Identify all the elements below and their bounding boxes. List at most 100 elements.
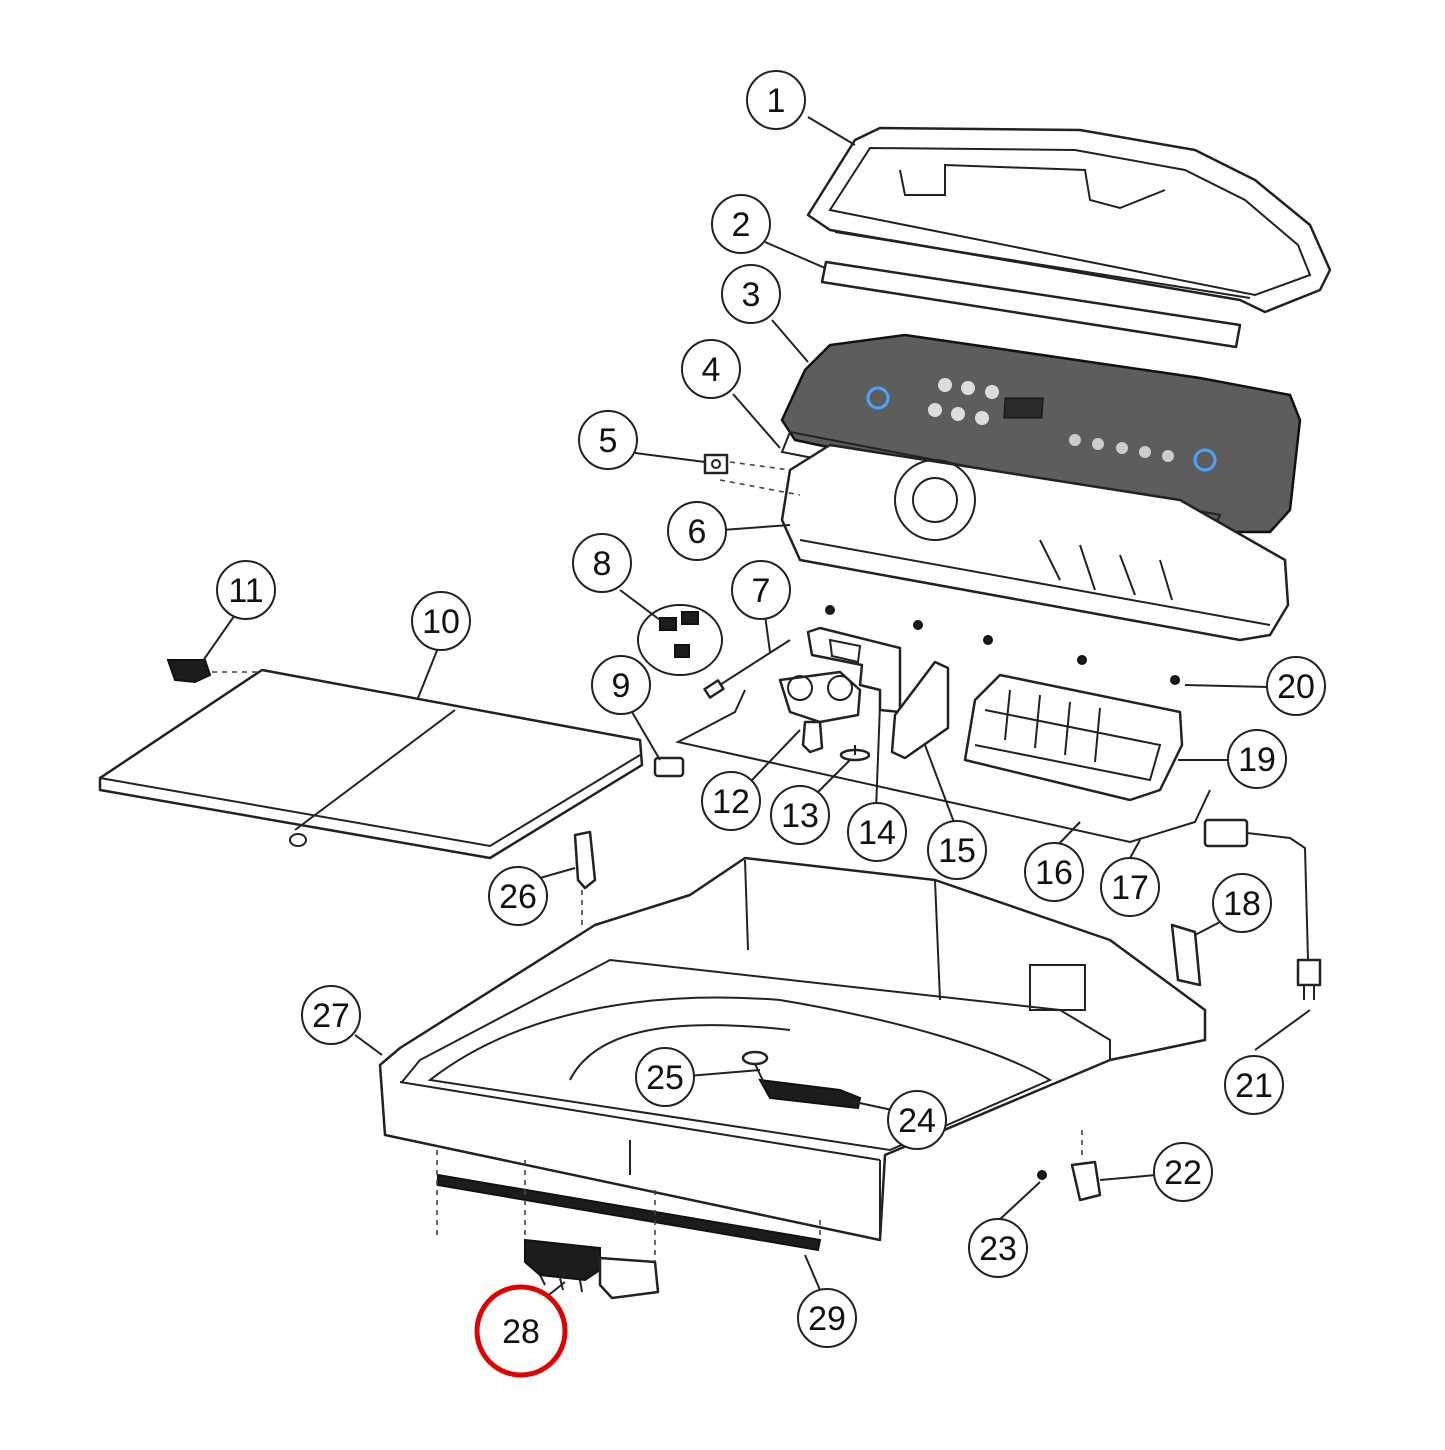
part-side-bracket [1170,923,1202,987]
callout-1: 1 [746,70,806,130]
callout-label: 23 [979,1230,1017,1268]
callout-label: 18 [1223,885,1261,923]
callout-label: 20 [1277,668,1315,706]
callout-circle [488,866,548,926]
part-pin [653,756,685,778]
callout-circle [711,194,771,254]
callout-label: 6 [688,513,707,551]
callout-label: 27 [312,997,350,1035]
callout-circle [968,1218,1028,1278]
callout-10: 10 [411,591,471,651]
callout-label: 15 [938,832,976,870]
part-lid-pin [573,830,597,890]
part-lid [98,668,644,860]
part-hinge [166,659,262,684]
callout-circle [1224,1055,1284,1115]
callout-label: 19 [1238,741,1276,779]
assembly-lines [436,461,821,1262]
callout-circle [701,771,761,831]
callout-circle [1153,1142,1213,1202]
callout-circle [591,655,651,715]
callout-circle [578,410,638,470]
part-trim-strip [820,260,1242,349]
callout-label: 5 [599,422,618,460]
callout-5: 5 [578,410,638,470]
callout-label: 25 [646,1059,684,1097]
callout-29: 29 [797,1288,857,1348]
callout-circle [1212,873,1272,933]
callout-20: 20 [1266,656,1326,716]
callout-circle [887,1090,947,1150]
callout-circle [770,785,830,845]
callout-label: 24 [898,1102,936,1140]
callout-circle [927,820,987,880]
callout-circle [1266,656,1326,716]
callout-3: 3 [721,264,781,324]
callout-circle [301,985,361,1045]
part-console-cover [806,126,1332,314]
part-water-valve [778,670,862,754]
callout-17: 17 [1100,857,1160,917]
part-latch [1070,1160,1102,1202]
callout-27: 27 [301,985,361,1045]
callout-label: 7 [752,572,771,610]
callout-label: 11 [228,572,263,610]
callout-circle [216,560,276,620]
callout-label: 9 [612,667,631,705]
callout-15: 15 [927,820,987,880]
callout-label: 14 [858,814,896,852]
callout-label: 28 [502,1313,540,1351]
callout-label: 29 [808,1300,846,1338]
callout-12: 12 [701,771,761,831]
callout-circle [635,1047,695,1107]
part-screw-small [1037,1170,1047,1180]
callout-label: 10 [422,603,460,641]
callout-label: 22 [1164,1154,1202,1192]
part-bracket-plate [890,660,950,760]
part-cabinet-top [378,856,1207,1242]
callout-label: 26 [499,878,537,916]
callout-circle [1100,857,1160,917]
part-screws [825,605,1180,685]
callout-16: 16 [1024,842,1084,902]
part-dispenser-bracket [806,626,902,714]
callout-26: 26 [488,866,548,926]
callout-circle [847,802,907,862]
callout-label: 4 [702,351,721,389]
part-lid-lock-assembly [524,1238,660,1300]
callout-circle [797,1288,857,1348]
callout-28: 28 [474,1284,568,1378]
callout-8: 8 [572,533,632,593]
callout-label: 1 [767,82,786,120]
callout-circle [572,533,632,593]
callout-23: 23 [968,1218,1028,1278]
callout-label: 17 [1111,869,1149,907]
part-control-board [963,673,1184,802]
callout-circle [1227,729,1287,789]
callout-label: 3 [742,276,761,314]
part-small-clip [703,453,729,475]
callout-circle [681,339,741,399]
callout-6: 6 [667,501,727,561]
callout-25: 25 [635,1047,695,1107]
callout-circle [721,264,781,324]
callout-4: 4 [681,339,741,399]
part-control-panel-overlay [780,333,1302,534]
callout-label: 13 [781,797,819,835]
callout-18: 18 [1212,873,1272,933]
callout-circle [746,70,806,130]
callout-label: 12 [712,783,750,821]
callout-circle [411,591,471,651]
callout-circle [731,560,791,620]
callout-24: 24 [887,1090,947,1150]
callout-circle [1024,842,1084,902]
callout-2: 2 [711,194,771,254]
callout-21: 21 [1224,1055,1284,1115]
callout-label: 16 [1035,854,1073,892]
callout-14: 14 [847,802,907,862]
part-power-cord [1203,818,1322,1000]
part-wire-harness [675,689,1211,844]
callout-19: 19 [1227,729,1287,789]
